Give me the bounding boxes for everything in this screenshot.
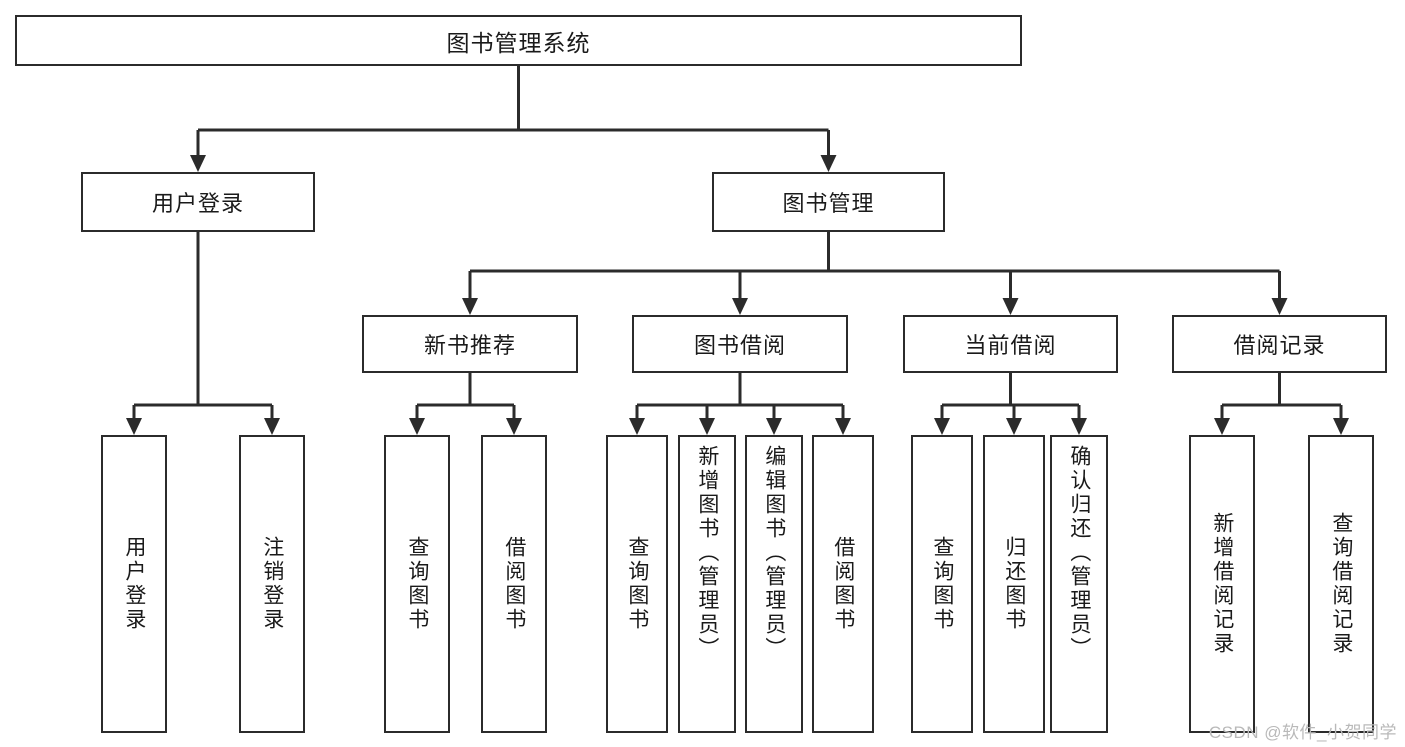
node-new-book-recommend-label: 新书推荐 [423,333,516,358]
node-book-borrow-label: 图书借阅 [693,333,786,358]
node-borrow-record[interactable]: 借阅记录 [1172,315,1387,373]
leaf-query-book-recommend[interactable]: 查询图书 [384,435,450,733]
node-user-login-label: 用户登录 [151,191,244,216]
node-user-login[interactable]: 用户登录 [81,172,315,232]
leaf-logout-login-label: 注销登录 [260,536,284,632]
leaf-add-borrow-record-label: 新增借阅记录 [1210,512,1234,656]
leaf-return-book[interactable]: 归还图书 [983,435,1045,733]
leaf-user-login[interactable]: 用户登录 [101,435,167,733]
leaf-add-book-admin-label: 新增图书（管理员） [695,445,719,661]
node-new-book-recommend[interactable]: 新书推荐 [362,315,578,373]
node-root[interactable]: 图书管理系统 [15,15,1022,66]
leaf-query-book-current-label: 查询图书 [930,536,954,632]
leaf-borrow-book[interactable]: 借阅图书 [812,435,874,733]
leaf-logout-login[interactable]: 注销登录 [239,435,305,733]
leaf-add-book-admin[interactable]: 新增图书（管理员） [678,435,736,733]
leaf-borrow-book-recommend-label: 借阅图书 [502,536,526,632]
leaf-confirm-return-admin[interactable]: 确认归还（管理员） [1050,435,1108,733]
leaf-user-login-label: 用户登录 [122,536,146,632]
leaf-query-borrow-record[interactable]: 查询借阅记录 [1308,435,1374,733]
leaf-borrow-book-recommend[interactable]: 借阅图书 [481,435,547,733]
watermark: CSDN @软件_小贺同学 [1208,723,1397,742]
leaf-query-borrow-record-label: 查询借阅记录 [1329,512,1353,656]
leaf-query-book-borrow-label: 查询图书 [625,536,649,632]
node-current-borrow[interactable]: 当前借阅 [903,315,1118,373]
node-book-borrow[interactable]: 图书借阅 [632,315,848,373]
node-root-label: 图书管理系统 [446,29,591,56]
leaf-add-borrow-record[interactable]: 新增借阅记录 [1189,435,1255,733]
leaf-query-book-current[interactable]: 查询图书 [911,435,973,733]
node-borrow-record-label: 借阅记录 [1233,333,1326,358]
leaf-query-book-borrow[interactable]: 查询图书 [606,435,668,733]
leaf-edit-book-admin-label: 编辑图书（管理员） [762,445,786,661]
leaf-return-book-label: 归还图书 [1002,536,1026,632]
node-current-borrow-label: 当前借阅 [964,333,1057,358]
leaf-edit-book-admin[interactable]: 编辑图书（管理员） [745,435,803,733]
leaf-query-book-recommend-label: 查询图书 [405,536,429,632]
leaf-confirm-return-admin-label: 确认归还（管理员） [1067,445,1091,661]
leaf-borrow-book-label: 借阅图书 [831,536,855,632]
node-book-management-label: 图书管理 [782,191,875,216]
node-book-management[interactable]: 图书管理 [712,172,945,232]
